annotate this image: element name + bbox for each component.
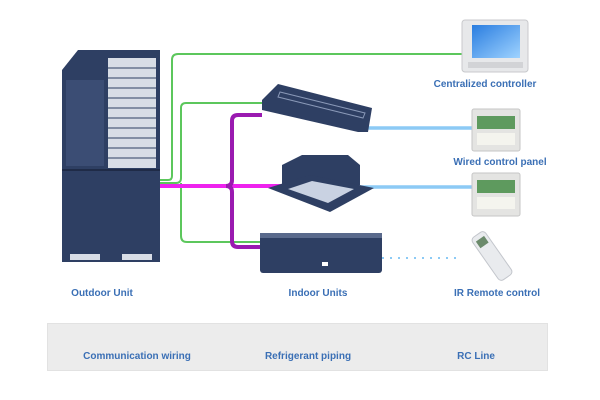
- outdoor-unit-label: Outdoor Unit: [71, 288, 133, 299]
- ceiling-duct-unit-icon: [262, 84, 372, 132]
- wired-control-panel-label: Wired control panel: [453, 157, 547, 168]
- centralized-controller-icon: [461, 19, 529, 73]
- centralized-controller-label: Centralized controller: [433, 79, 537, 90]
- communication-wiring: [160, 53, 465, 243]
- legend-rc-line-label: RC Line: [457, 351, 495, 362]
- cassette-unit-icon: [268, 155, 374, 212]
- ir-remote-icon: [471, 231, 513, 281]
- ir-remote-label: IR Remote control: [453, 288, 541, 299]
- indoor-units-label: Indoor Units: [288, 288, 348, 299]
- rc-lines: [358, 126, 472, 259]
- wired-control-panel-icon: [471, 108, 521, 152]
- legend-communication-label: Communication wiring: [83, 351, 191, 362]
- outdoor-unit-icon: [62, 50, 160, 262]
- wall-mounted-unit-icon: [260, 233, 382, 273]
- wired-control-panel-icon: [471, 172, 521, 217]
- legend-box: [47, 323, 548, 371]
- refrigerant-piping: [158, 113, 285, 249]
- legend-refrigerant-label: Refrigerant piping: [264, 351, 352, 362]
